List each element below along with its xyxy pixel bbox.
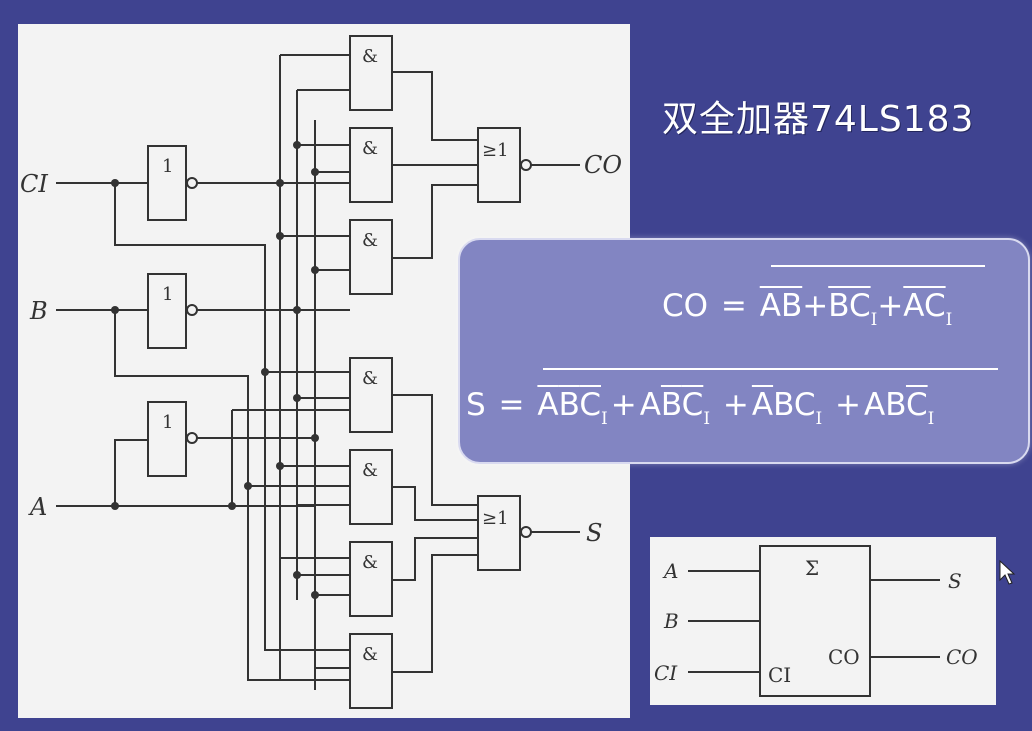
s-t1a: A (537, 387, 559, 423)
co-overbar (771, 265, 985, 267)
cursor-icon (999, 559, 1016, 585)
junction-dots (111, 141, 319, 599)
co-plus-1: + (802, 288, 829, 324)
co-term-1: AB (759, 288, 803, 324)
co-eq: = (720, 288, 747, 324)
nor-label-co: ≥1 (482, 140, 509, 161)
s-plus-2: + (722, 387, 749, 423)
co-lhs: CO (662, 288, 709, 324)
and-label-1: & (362, 46, 378, 67)
s-plus-1: + (610, 387, 637, 423)
label-input-ci: CI (20, 170, 48, 198)
label-input-b: B (29, 297, 48, 325)
s-t3b: BC (773, 387, 816, 423)
co-term-3-sub: I (945, 310, 953, 330)
s-lhs: S (466, 387, 486, 423)
symbol-output-s: S (948, 569, 962, 593)
s-overbar (543, 368, 998, 370)
s-plus-3: + (835, 387, 862, 423)
symbol-input-ci: CI (654, 661, 678, 685)
s-t3a: A (751, 387, 774, 423)
s-t1-sub: I (601, 409, 608, 429)
co-term-2: BC (828, 288, 871, 324)
symbol-output-co: CO (946, 645, 978, 669)
s-t4-sub: I (927, 409, 935, 429)
not-label-2: 1 (162, 284, 173, 305)
s-eq: = (498, 387, 525, 423)
co-plus-2: + (877, 288, 904, 324)
and-label-3: & (362, 230, 378, 251)
and-label-5: & (362, 460, 378, 481)
symbol-input-a: A (662, 559, 678, 583)
label-output-co: CO (584, 151, 622, 179)
full-adder-symbol (688, 545, 940, 697)
s-formula: S = ABCI+ABCI +ABCI +ABCI (466, 387, 934, 429)
co-term-2-sub: I (870, 310, 878, 330)
and-label-4: & (362, 368, 378, 389)
symbol-ci-pin: CI (768, 663, 791, 687)
symbol-input-b: B (663, 609, 679, 633)
s-t2-sub: I (703, 409, 711, 429)
s-t1b: B (558, 387, 580, 423)
not-label-3: 1 (162, 412, 173, 433)
s-t3-sub: I (815, 409, 823, 429)
circuit-diagram (56, 35, 580, 709)
and-label-6: & (362, 552, 378, 573)
co-formula: CO = AB+BCI+ACI (662, 288, 952, 330)
formula-box (458, 238, 1030, 464)
co-term-3: AC (903, 288, 946, 324)
s-t2c: C (681, 387, 704, 423)
nor-label-s: ≥1 (482, 508, 509, 529)
symbol-sigma: Σ (805, 556, 819, 580)
s-t1c: C (579, 387, 601, 423)
s-t4b: C (905, 387, 928, 423)
symbol-co-pin: CO (828, 645, 860, 669)
slide-title: 双全加器74LS183 (662, 99, 975, 140)
not-gate-b (147, 273, 187, 349)
s-t2a: A (639, 387, 661, 423)
s-t2b: B (660, 387, 682, 423)
s-t4a: AB (864, 387, 906, 423)
nor-gate-s (477, 495, 521, 571)
label-output-s: S (586, 519, 602, 547)
label-input-a: A (28, 493, 47, 521)
not-label-1: 1 (162, 156, 173, 177)
and-label-7: & (362, 644, 378, 665)
and-label-2: & (362, 138, 378, 159)
